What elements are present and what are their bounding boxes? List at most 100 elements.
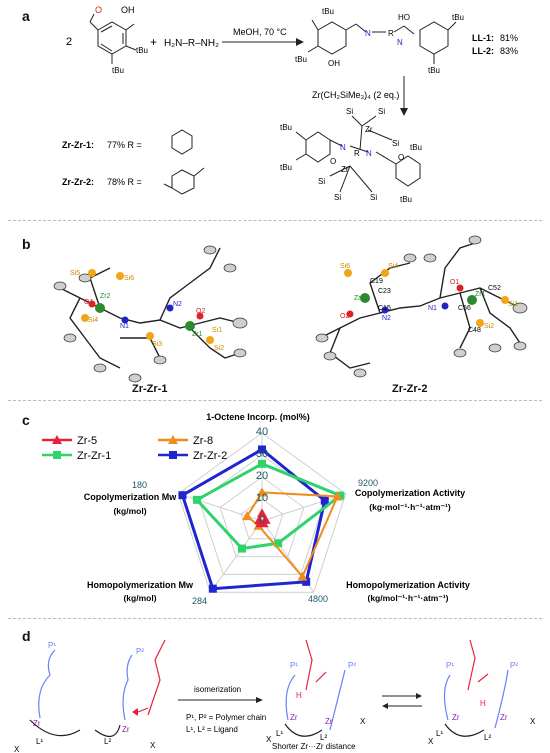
distance-caption: Shorter Zr···Zr distance [272,742,356,751]
svg-text:P²: P² [510,661,518,670]
zrzr2-label: Zr-Zr-2: [62,177,94,187]
svg-text:O: O [330,157,336,166]
svg-text:Si: Si [334,193,341,202]
point-zr-zr-2-4 [178,491,187,500]
yield-ll1-value: 81% [500,33,518,43]
svg-text:L²: L² [320,733,327,742]
svg-text:tBu: tBu [280,123,292,132]
svg-text:H: H [296,691,302,700]
axis-right-max: 9200 [358,478,378,488]
point-zr-zr-1-4 [192,495,201,504]
axis-left-unit: (kg/mol) [113,506,146,516]
axis-tick-40: 40 [256,426,268,438]
svg-text:tBu: tBu [112,66,124,75]
svg-text:X: X [150,741,156,750]
axis-title-top: 1-Octene Incorp. (mol%) [206,412,310,422]
yield-ll1-label: LL-1: [472,33,494,43]
point-zr-zr-1-1 [336,491,345,500]
svg-text:C56: C56 [458,305,471,312]
svg-text:Zr: Zr [325,717,333,726]
svg-text:C48: C48 [468,327,481,334]
svg-text:L¹: L¹ [276,729,283,738]
axis-tick-0: 0 [259,514,265,526]
svg-text:O2: O2 [196,308,205,315]
svg-text:X: X [428,737,434,746]
svg-text:Zr1: Zr1 [475,291,486,298]
svg-text:tBu: tBu [400,195,412,204]
svg-text:X: X [14,745,20,753]
radar-ring-1 [240,498,284,540]
svg-text:O1: O1 [84,299,93,306]
legend-label-zr-zr-1: Zr-Zr-1 [77,450,111,462]
point-zr-5-0 [257,508,267,518]
yield-ll2-value: 83% [500,46,518,56]
panel-a-label: a [22,8,30,24]
svg-text:P¹: P¹ [48,641,56,650]
point-zr-8-1 [332,491,343,501]
svg-text:tBu: tBu [280,163,292,172]
legend-label-zr-zr-2: Zr-Zr-2 [193,450,227,462]
svg-text:Zr: Zr [33,719,41,728]
svg-text:Si6: Si6 [124,275,134,282]
svg-text:tBu: tBu [452,13,464,22]
svg-text:Si: Si [392,139,399,148]
svg-text:tBu: tBu [410,143,422,152]
series-line-zr-zr-2 [180,447,327,591]
isomerization-label: isomerization [194,685,241,694]
crystal-structure-zrzr1: Si5 Si6 Zr2 O1 Si4 N1 N2 O2 Zr1 Si3 Si1 … [53,245,248,383]
svg-text:N2: N2 [382,315,391,322]
svg-text:Si1: Si1 [508,301,518,308]
svg-text:Zr: Zr [341,165,349,174]
legend-ligand: L¹, L² = Ligand [186,725,238,734]
svg-text:L¹: L¹ [36,737,43,746]
svg-text:N2: N2 [173,301,182,308]
svg-text:Zr2: Zr2 [354,295,365,302]
svg-text:X: X [530,717,536,726]
svg-text:L²: L² [484,733,491,742]
axis-left-title: Copolymerization Mw [84,492,178,502]
svg-text:Si2: Si2 [484,323,494,330]
svg-text:Zr2: Zr2 [100,293,111,300]
svg-text:C19: C19 [370,278,383,285]
reaction-condition: MeOH, 70 °C [233,27,287,37]
point-zr-8-0 [257,487,267,497]
svg-text:Zr: Zr [365,125,373,134]
r-group-1 [171,129,193,155]
svg-text:L²: L² [104,737,111,746]
axis-tick-20: 20 [256,470,268,482]
svg-text:L¹: L¹ [436,729,443,738]
radar-ring-4 [177,432,347,593]
aldehyde-oh: OH [121,5,135,15]
svg-text:Zr: Zr [290,713,298,722]
axis-lower-left-unit: (kg/mol) [123,593,156,603]
svg-text:Si6: Si6 [340,263,350,270]
legend-marker-zr-zr-2 [169,451,177,459]
radar-spoke-4 [209,520,263,593]
r-group-2 [163,167,205,195]
axis-tick-30: 30 [256,448,268,460]
point-zr-8-2 [297,571,308,581]
svg-text:Si: Si [346,107,353,116]
axis-tick-10: 10 [256,492,268,504]
svg-text:Zr: Zr [452,713,460,722]
point-zr-zr-2-1 [320,496,329,505]
crystal-structure-zrzr2: Si6 Si4 C19 C23 Zr2 C15 N2 O2 N1 O1 Zr1 … [315,235,528,378]
svg-text:Si5: Si5 [70,270,80,277]
svg-text:tBu: tBu [136,46,148,55]
panel-d-label: d [22,628,31,644]
point-zr-zr-1-3 [237,544,246,553]
axis-right-title: Copolymerization Activity [355,488,465,498]
svg-text:P²: P² [136,647,144,656]
svg-text:Zr: Zr [122,725,130,734]
svg-text:OH: OH [328,59,340,68]
svg-text:Si: Si [370,193,377,202]
svg-text:P¹: P¹ [446,661,454,670]
svg-text:tBu: tBu [322,7,334,16]
svg-text:N: N [365,29,371,38]
zr-complex [295,115,421,193]
point-zr-5-4 [254,515,265,525]
aldehyde-ring [97,21,127,55]
svg-text:N: N [340,143,346,152]
svg-text:tBu: tBu [428,66,440,75]
